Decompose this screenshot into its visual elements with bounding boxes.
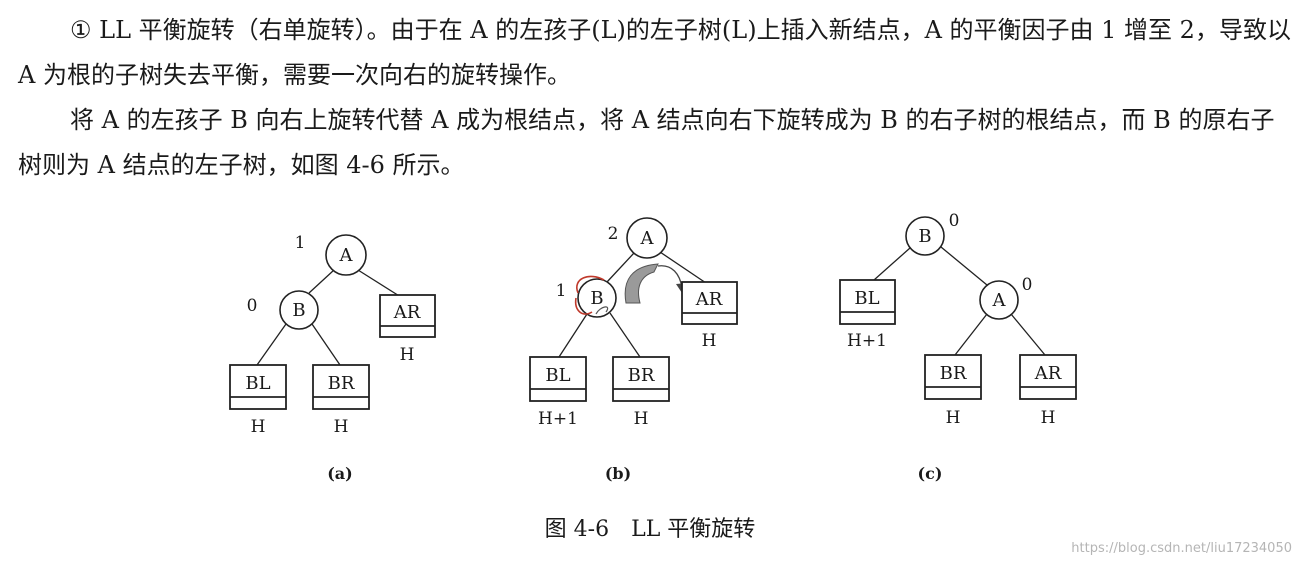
height-br: H [946, 408, 961, 428]
subtree-ar-label: AR [393, 302, 421, 323]
node-b [279, 290, 319, 330]
node-a [979, 280, 1019, 320]
edge-a-ar [1010, 313, 1046, 356]
edge-b-bl [558, 313, 588, 358]
rotation-arrow-icon [624, 263, 659, 304]
height-bl: H+1 [538, 409, 578, 429]
paragraph-text: ① LL 平衡旋转（右单旋转）。由于在 A 的左孩子(L)的左子树(L)上插入新… [18, 16, 1291, 89]
edge-a-br [954, 313, 988, 356]
edge-a-b [606, 252, 635, 283]
subfigure-a-label: (a) [327, 464, 353, 483]
subtree-bl [529, 356, 587, 402]
subtree-br [312, 364, 370, 410]
paragraph-ll-rotation: ① LL 平衡旋转（右单旋转）。由于在 A 的左孩子(L)的左子树(L)上插入新… [18, 8, 1293, 98]
ll-rotation-figure: A 1 B 0 AR H BL H BR H (a) A 2 B 1 [229, 211, 1292, 556]
subtree-bl-label: BL [545, 365, 570, 386]
subtree-bl [229, 364, 287, 410]
node-b-label: B [590, 288, 603, 309]
edge-a-ar [659, 251, 707, 284]
node-b-label: B [292, 300, 305, 321]
subtree-br [924, 354, 982, 400]
subfigure-a: A 1 B 0 AR H BL H BR H (a) [229, 233, 436, 483]
node-a-label: A [339, 245, 354, 266]
subfigure-b-label: (b) [605, 464, 631, 483]
pen-annotation-scribble [595, 306, 609, 315]
subtree-bl-label: BL [854, 288, 879, 309]
height-br: H [634, 409, 649, 429]
subtree-bl-label: BL [245, 373, 270, 394]
node-a [626, 217, 668, 259]
balance-factor-b: 1 [556, 281, 567, 301]
height-bl: H+1 [847, 331, 887, 351]
subtree-br-label: BR [940, 363, 967, 384]
subtree-br-label: BR [328, 373, 355, 394]
subfigure-c-label: (c) [918, 464, 943, 483]
subtree-ar-label: AR [695, 289, 723, 310]
balance-factor-a: 2 [608, 224, 619, 244]
subtree-ar-label: AR [1034, 363, 1062, 384]
subtree-br-label: BR [628, 365, 655, 386]
subfigure-b: A 2 B 1 AR H BL H+1 BR H (b) [529, 217, 738, 483]
height-bl: H [251, 417, 266, 437]
node-a [325, 234, 367, 276]
subtree-ar [1019, 354, 1077, 400]
node-a-label: A [640, 228, 655, 249]
subtree-bl [839, 279, 896, 325]
node-a-label: A [992, 290, 1007, 311]
height-ar: H [400, 345, 415, 365]
height-ar: H [1041, 408, 1056, 428]
subtree-ar [681, 281, 738, 325]
edge-b-bl [873, 247, 911, 281]
balance-factor-a: 0 [1022, 275, 1033, 295]
edge-b-bl [256, 323, 287, 366]
watermark: https://blog.csdn.net/liu17234050 [1071, 541, 1292, 556]
height-br: H [334, 417, 349, 437]
node-b [905, 216, 945, 256]
edge-b-br [609, 312, 641, 358]
node-b-label: B [918, 226, 931, 247]
paragraph-rotation-steps: 将 A 的左孩子 B 向右上旋转代替 A 成为根结点，将 A 结点向右下旋转成为… [18, 98, 1293, 188]
height-ar: H [702, 331, 717, 351]
pen-annotation-circle [574, 275, 605, 315]
edge-b-br [311, 323, 341, 366]
balance-factor-a: 1 [295, 233, 306, 253]
paragraph-text: 将 A 的左孩子 B 向右上旋转代替 A 成为根结点，将 A 结点向右下旋转成为… [18, 106, 1275, 179]
balance-factor-b: 0 [247, 296, 258, 316]
subfigure-c: B 0 A 0 BL H+1 BR H AR H (c) [839, 211, 1077, 483]
balance-factor-b: 0 [949, 211, 960, 231]
figure-caption: 图 4-6 LL 平衡旋转 [545, 517, 756, 542]
edge-b-a [940, 246, 988, 286]
edge-a-b [308, 269, 335, 294]
subtree-br [612, 356, 670, 402]
subtree-ar [379, 294, 436, 338]
